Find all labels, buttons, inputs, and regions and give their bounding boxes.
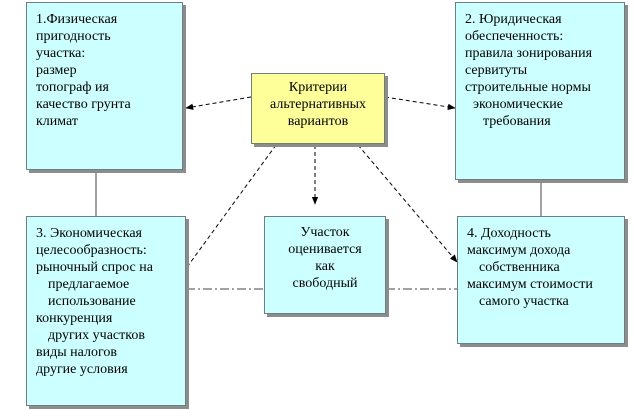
vacant-line-4: свободный — [292, 276, 358, 291]
economic-item-other-conditions: другие условия — [36, 362, 128, 377]
physical-item-soil: качество грунта — [36, 97, 131, 112]
arrow-to-profit — [357, 144, 458, 263]
vacant-line-1: Участок — [300, 225, 350, 240]
physical-title-1: 1.Физическая — [36, 12, 118, 27]
economic-feasibility-box: 3. Экономическая целесообразность: рыноч… — [26, 216, 186, 406]
legal-provision-box: 2. Юридическая обеспеченность: правила з… — [455, 2, 625, 180]
arrow-to-legal — [384, 96, 456, 111]
profit-item-site: самого участка — [479, 294, 569, 309]
physical-title-2: пригодность — [36, 29, 111, 44]
vacant-site-box: Участок оценивается как свободный — [264, 216, 386, 314]
economic-item-competition: конкуренция — [36, 311, 113, 326]
criteria-line-3: вариантов — [287, 114, 349, 129]
physical-title-3: участка: — [36, 46, 86, 61]
legal-item-building-codes: строительные нормы — [465, 80, 591, 95]
profit-title: 4. Доходность — [467, 226, 551, 241]
economic-item-taxes: виды налогов — [36, 345, 117, 360]
profit-item-owner: собственника — [479, 260, 560, 275]
vacant-line-3: как — [315, 259, 335, 274]
arrow-to-physical — [185, 96, 252, 110]
economic-title-1: 3. Экономическая — [36, 226, 142, 241]
economic-item-use: использование — [48, 294, 136, 309]
criteria-line-2: альтернативных — [270, 97, 366, 112]
profit-item-max-income: максимум дохода — [467, 243, 571, 258]
legal-title-2: обеспеченность: — [465, 29, 564, 44]
physical-suitability-box: 1.Физическая пригодность участка: размер… — [26, 2, 183, 170]
economic-item-demand: рыночный спрос на — [36, 260, 153, 275]
legal-title-1: 2. Юридическая — [465, 12, 562, 27]
criteria-line-1: Критерии — [288, 80, 348, 95]
economic-item-other-sites: других участков — [48, 328, 145, 343]
legal-item-economic: экономические — [473, 97, 564, 112]
physical-item-climate: климат — [36, 114, 79, 129]
legal-item-requirements: требования — [483, 114, 551, 129]
economic-title-2: целесообразность: — [36, 243, 147, 258]
physical-item-size: размер — [36, 63, 77, 78]
arrow-to-economic — [181, 144, 277, 275]
vacant-line-2: оценивается — [288, 242, 362, 257]
criteria-box: Критерии альтернативных вариантов — [251, 73, 385, 144]
legal-item-easements: сервитуты — [465, 63, 528, 78]
legal-item-zoning: правила зонирования — [465, 46, 593, 61]
economic-item-proposed: предлагаемое — [48, 277, 130, 292]
physical-item-topography: топограф ия — [36, 80, 109, 95]
profit-item-max-value: максимум стоимости — [467, 277, 593, 292]
profitability-box: 4. Доходность максимум дохода собственни… — [457, 216, 625, 344]
